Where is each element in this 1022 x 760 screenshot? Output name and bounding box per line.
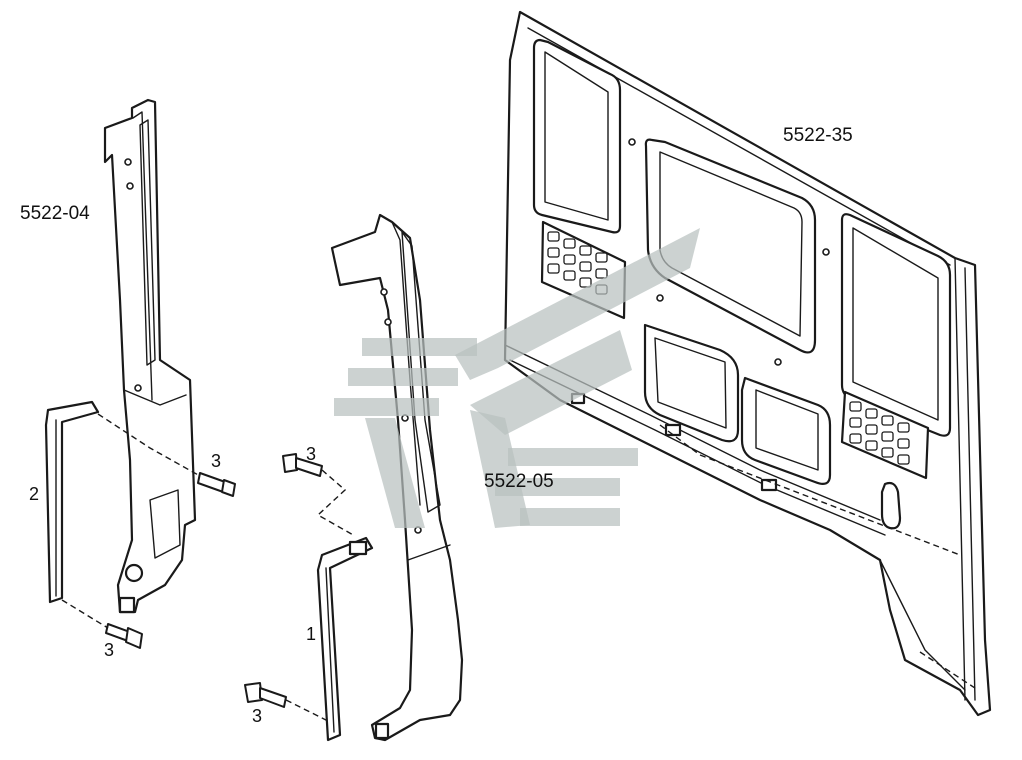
callout-bolt-center-lower: 3 (252, 706, 262, 726)
part-code-center-pillar: 5522-05 (484, 471, 554, 492)
vent-grille-right (840, 390, 930, 480)
bracket-2 (44, 400, 100, 604)
bolt-center-lower (244, 682, 287, 708)
left-pillar-panel (103, 98, 197, 614)
callout-bracket-left: 2 (29, 484, 39, 504)
callout-bolt-left-lower: 3 (104, 640, 114, 660)
rear-wall-panel (503, 10, 992, 717)
bracket-1 (316, 536, 374, 742)
part-code-left-pillar: 5522-04 (20, 203, 90, 224)
bolt-left-upper (197, 472, 236, 497)
part-code-rear-wall: 5522-35 (783, 125, 853, 146)
callout-bolt-center-upper: 3 (306, 444, 316, 464)
callout-bracket-center: 1 (306, 624, 316, 644)
watermark-logo (334, 228, 700, 528)
assembly-lines (61, 413, 979, 723)
bolt-left-lower (105, 623, 143, 649)
callout-bolt-left-upper: 3 (211, 451, 221, 471)
bolt-center-upper (282, 453, 323, 477)
